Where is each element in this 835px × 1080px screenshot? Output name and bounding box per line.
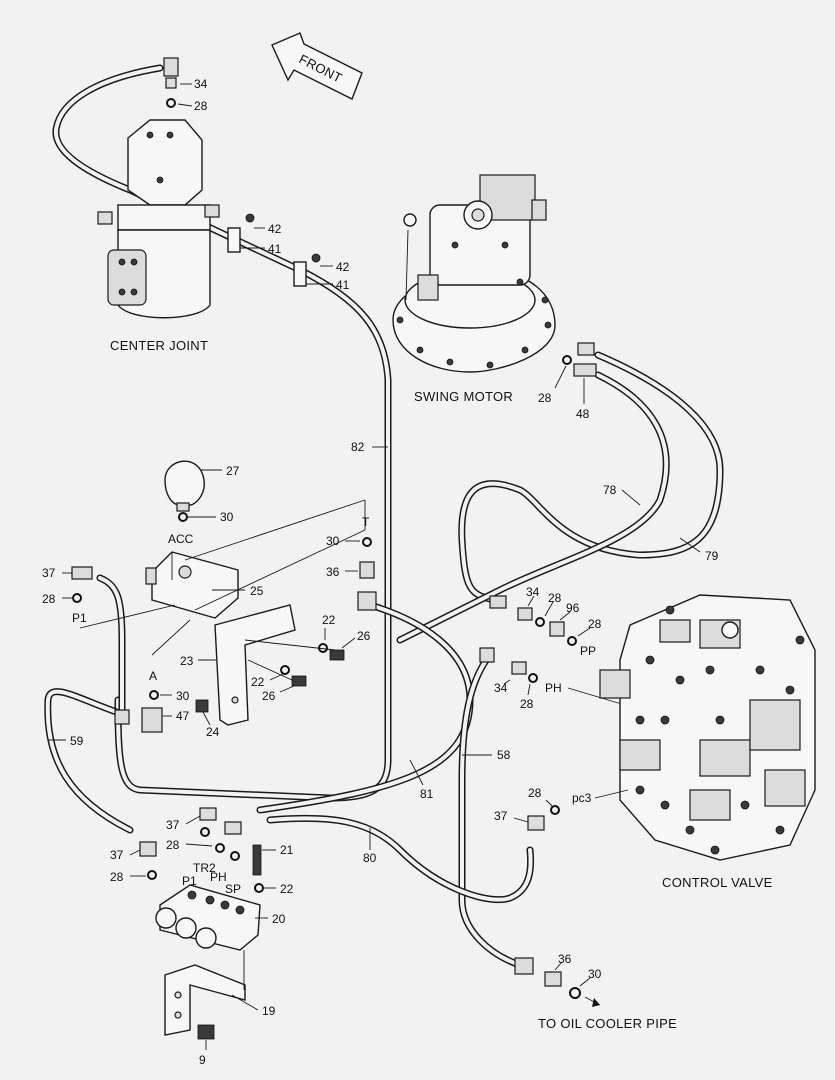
callout-24: 24 [206, 725, 220, 739]
callout-28-top: 28 [194, 99, 208, 113]
port-pc3: pc3 [572, 791, 592, 805]
callout-28-block: 28 [166, 838, 180, 852]
callout-28-pp: 28 [588, 617, 602, 631]
callout-34-top: 34 [194, 77, 208, 91]
callout-26-b: 26 [262, 689, 276, 703]
callout-42-b: 42 [336, 260, 350, 274]
pc3-fittings: 28 37 pc3 [494, 786, 629, 831]
callout-30-a: 30 [176, 689, 190, 703]
bolts-22-26: 22 26 22 26 [244, 613, 371, 703]
callout-22-b: 22 [251, 675, 265, 689]
callout-41-b: 41 [336, 278, 350, 292]
port-p1-block: P1 [182, 874, 197, 888]
oil-cooler-label: TO OIL COOLER PIPE [538, 1016, 677, 1031]
port-ph-valve: PH [545, 681, 562, 695]
callout-36-oil: 36 [558, 952, 572, 966]
callout-58: 58 [497, 748, 511, 762]
callout-28-left: 28 [42, 592, 56, 606]
callout-26-a: 26 [357, 629, 371, 643]
callout-30-t: 30 [326, 534, 340, 548]
callout-22-a: 22 [322, 613, 336, 627]
accumulator: 27 30 ACC [164, 460, 240, 546]
callout-28-swing: 28 [538, 391, 552, 405]
front-arrow: FRONT [271, 32, 363, 100]
control-valve: CONTROL VALVE [599, 594, 816, 890]
callout-36-t: 36 [326, 565, 340, 579]
port-a: A [149, 669, 157, 683]
callout-37-pc3: 37 [494, 809, 508, 823]
a-port-fittings: A 30 47 24 [114, 669, 220, 739]
hose-labels: 82 78 79 59 58 81 80 [48, 440, 719, 865]
t-port-fittings: T 30 36 [326, 515, 377, 611]
callout-28-mid: 28 [548, 591, 562, 605]
callout-79: 79 [705, 549, 719, 563]
callout-28-pc3: 28 [528, 786, 542, 800]
port-acc: ACC [168, 532, 194, 546]
callout-82: 82 [351, 440, 365, 454]
callout-37-block: 37 [166, 818, 180, 832]
hoses [44, 64, 724, 969]
callout-19: 19 [262, 1004, 276, 1018]
callout-28-low: 28 [110, 870, 124, 884]
callout-59: 59 [70, 734, 84, 748]
callout-47: 47 [176, 709, 190, 723]
callout-9: 9 [199, 1053, 206, 1067]
fitting-34-top: 34 28 [163, 57, 208, 113]
valve-block-25: 25 [145, 499, 366, 656]
callout-34-mid: 34 [526, 585, 540, 599]
swing-motor-label: SWING MOTOR [414, 389, 513, 404]
callout-78: 78 [603, 483, 617, 497]
callout-25: 25 [250, 584, 264, 598]
callout-37-low: 37 [110, 848, 124, 862]
oil-cooler-outlet: 36 30 TO OIL COOLER PIPE [514, 952, 677, 1031]
callout-20: 20 [272, 912, 286, 926]
ph-fittings: 34 28 PH [479, 647, 626, 711]
callout-48: 48 [576, 407, 590, 421]
center-joint-label: CENTER JOINT [110, 338, 208, 353]
callout-30-oil: 30 [588, 967, 602, 981]
port-sp: SP [225, 882, 241, 896]
port-pp: PP [580, 644, 596, 658]
left-fitting-37: 37 28 P1 [42, 566, 176, 629]
callout-41-a: 41 [268, 242, 282, 256]
port-t: T [362, 515, 370, 529]
callout-37-left: 37 [42, 566, 56, 580]
callout-22-block: 22 [280, 882, 294, 896]
swing-fittings: 28 48 [538, 342, 597, 421]
clamps: 42 41 42 41 [227, 213, 350, 292]
center-joint: CENTER JOINT [97, 119, 220, 353]
bracket-23: 23 [180, 604, 296, 726]
callout-23: 23 [180, 654, 194, 668]
swing-motor: SWING MOTOR [392, 174, 556, 404]
port-p1-left: P1 [72, 611, 87, 625]
bracket-19: 19 9 [164, 950, 276, 1067]
callout-42-a: 42 [268, 222, 282, 236]
middle-fittings: 34 28 96 28 PP [489, 585, 602, 658]
manifold-block: 37 28 37 28 21 22 TR2 P1 PH SP 20 [110, 807, 294, 951]
callout-21: 21 [280, 843, 294, 857]
port-tr2: TR2 [193, 861, 216, 875]
control-valve-label: CONTROL VALVE [662, 875, 773, 890]
callout-96: 96 [566, 601, 580, 615]
callout-28-ph: 28 [520, 697, 534, 711]
callout-30-acc: 30 [220, 510, 234, 524]
callout-27: 27 [226, 464, 240, 478]
callout-80: 80 [363, 851, 377, 865]
port-ph-block: PH [210, 870, 227, 884]
callout-34-ph: 34 [494, 681, 508, 695]
callout-81: 81 [420, 787, 434, 801]
